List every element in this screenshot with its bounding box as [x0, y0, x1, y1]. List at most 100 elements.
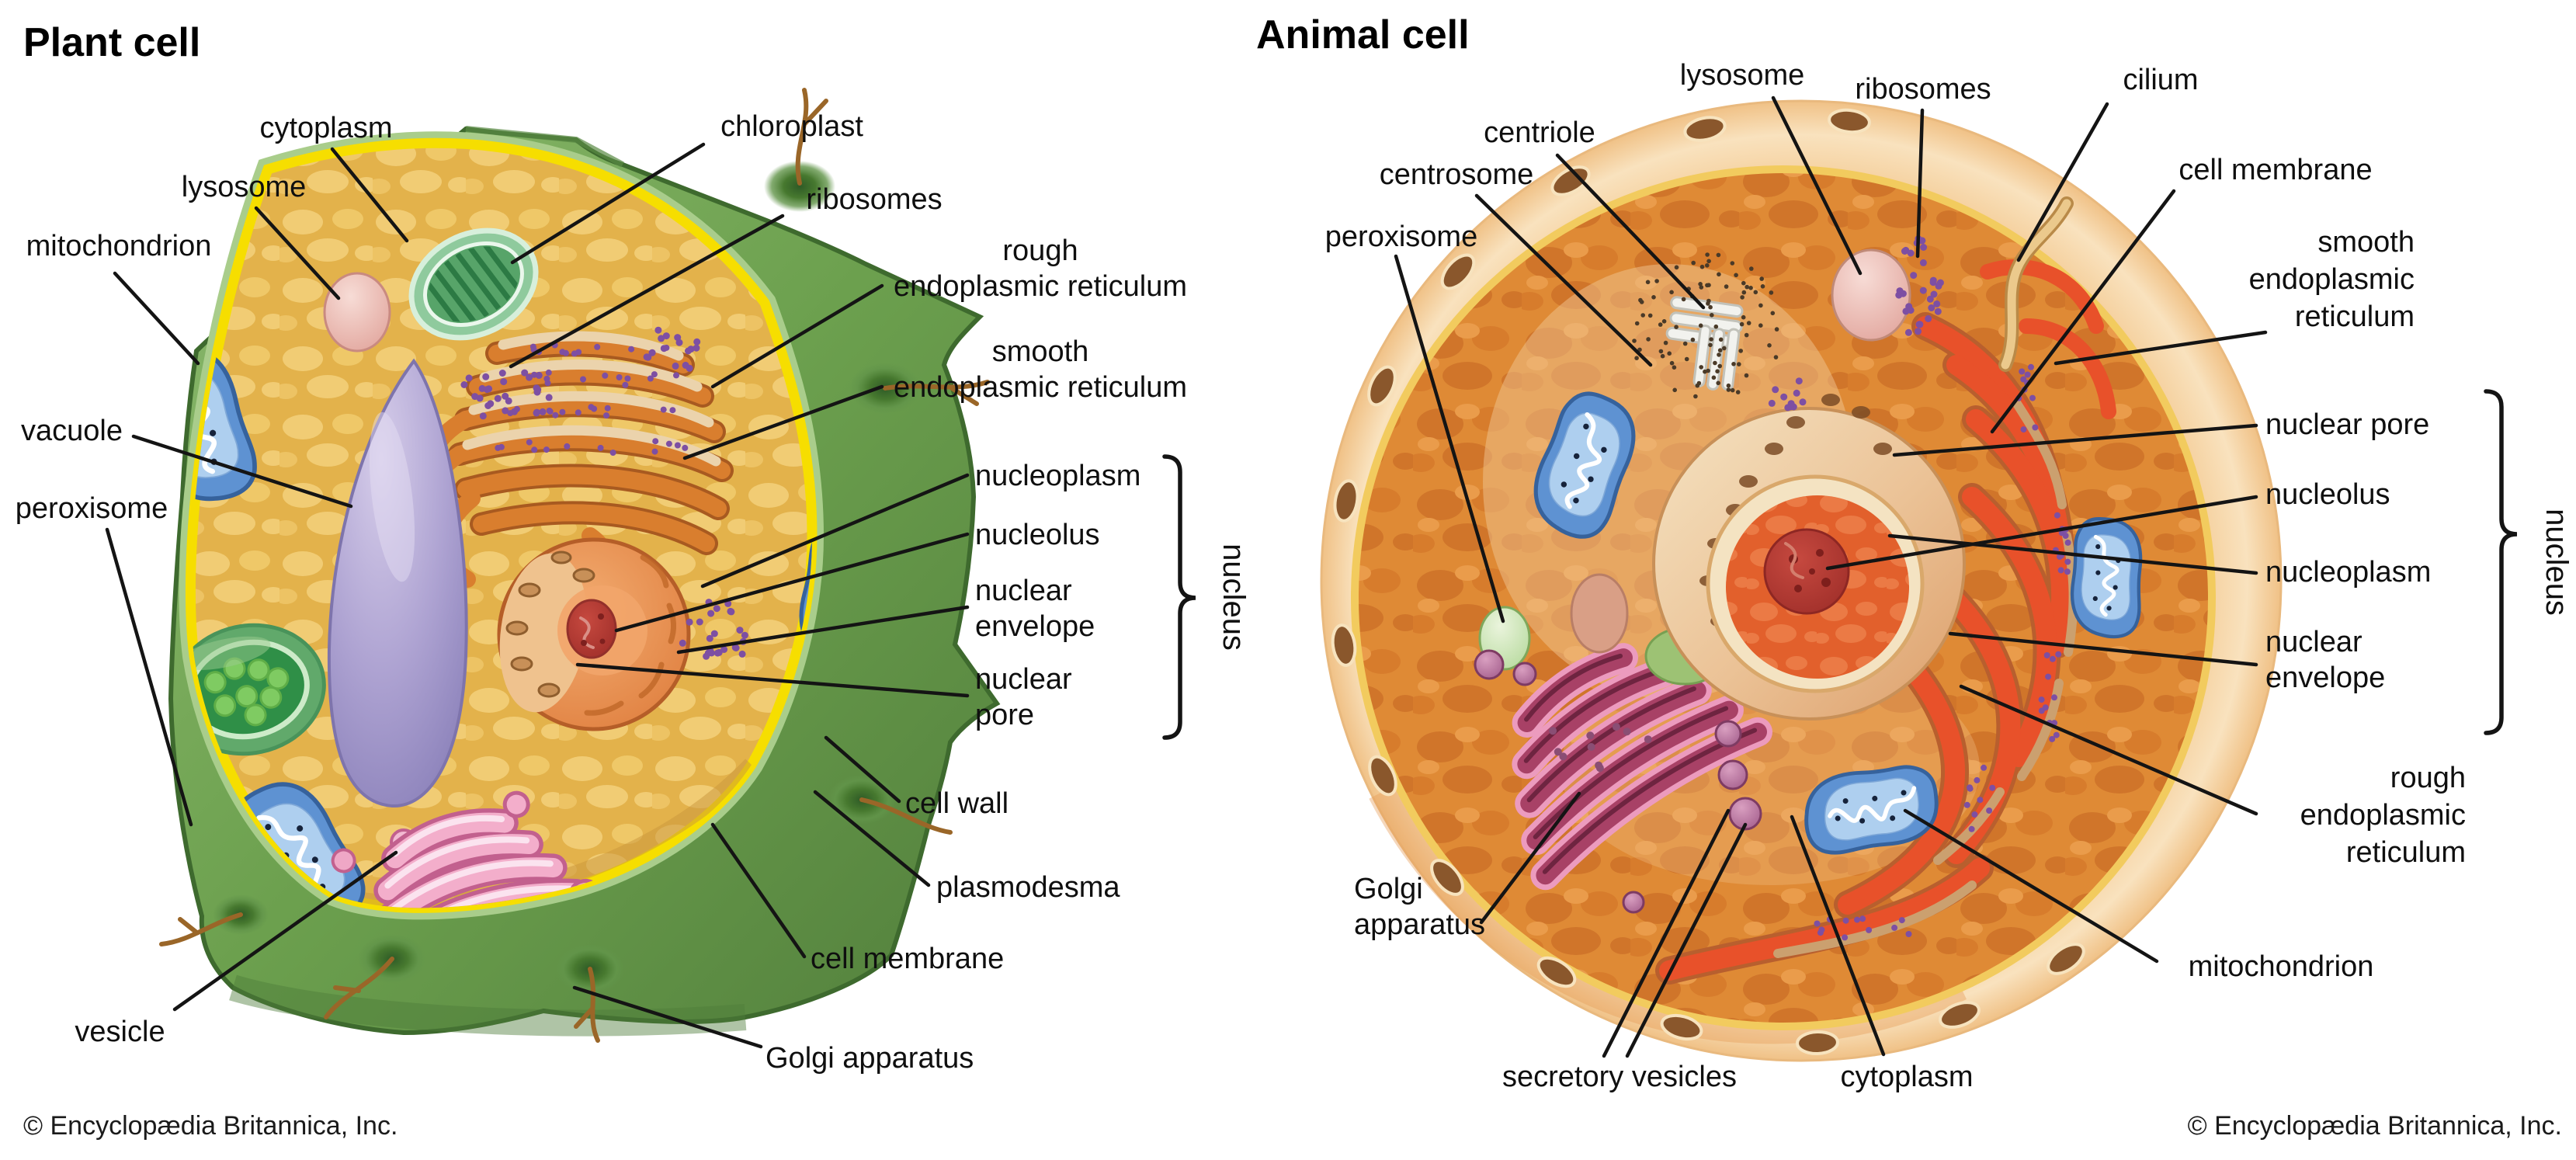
label-line: pore — [975, 699, 1035, 731]
label-line: Golgi — [1354, 873, 1423, 905]
label-plant-nucleolus: nucleolus — [975, 519, 1100, 551]
leader-animal-peroxisome — [1394, 254, 1505, 623]
animal-mitochondrion-2 — [2069, 517, 2145, 638]
label-line: smooth — [2317, 226, 2415, 259]
leader-animal-cytoplasm — [1790, 814, 1886, 1057]
label-plant-nucleoplasm: nucleoplasm — [975, 460, 1141, 492]
label-plant-cell-wall: cell wall — [905, 787, 1009, 820]
label-animal-rough-er: rough endoplasmic reticulum — [2155, 759, 2466, 871]
animal-secretory-vesicles — [1474, 649, 1762, 914]
label-animal-nucleoplasm: nucleoplasm — [2265, 556, 2432, 589]
label-animal-mitochondrion: mitochondrion — [2188, 950, 2374, 983]
animal-membrane-pores — [1331, 108, 2085, 1056]
leader-animal-nucleoplasm — [1887, 533, 2258, 575]
leader-animal-nuclear-envelope — [1948, 631, 2258, 667]
plant-nuclear-pores — [505, 550, 595, 698]
leader-animal-ribosomes — [1915, 108, 1925, 259]
animal-nucleus-group-label: nucleus — [2540, 509, 2574, 616]
label-plant-ribosomes: ribosomes — [806, 183, 943, 216]
label-animal-peroxisome: peroxisome — [1324, 221, 1478, 253]
leader-plant-smooth-er — [682, 384, 884, 460]
leader-plant-vacuole — [131, 434, 353, 509]
label-line: endoplasmic reticulum — [893, 270, 1188, 303]
label-animal-nucleolus: nucleolus — [2265, 478, 2390, 511]
label-line: reticulum — [2345, 836, 2466, 869]
plant-nucleolus — [566, 599, 617, 659]
label-animal-ribosomes: ribosomes — [1855, 73, 1991, 106]
label-line: envelope — [2265, 662, 2386, 694]
label-animal-smooth-er: smooth endoplasmic reticulum — [2104, 224, 2415, 335]
label-line: reticulum — [2294, 300, 2415, 333]
label-line: nuclear — [975, 575, 1072, 607]
label-line: nuclear — [2265, 626, 2362, 658]
leader-plant-ribosomes — [509, 214, 785, 369]
plant-lysosome — [323, 272, 391, 353]
plant-credit: © Encyclopædia Britannica, Inc. — [23, 1111, 398, 1141]
leader-animal-cilium — [2016, 102, 2109, 262]
plant-title: Plant cell — [23, 20, 201, 65]
leader-animal-lysosome — [1771, 96, 1863, 276]
animal-dot-clusters — [1549, 235, 2071, 941]
label-plant-smooth-er: smooth endoplasmic reticulum — [885, 334, 1196, 405]
leader-lines — [105, 96, 2268, 1058]
label-line: nuclear — [975, 663, 1072, 696]
plant-chloroplast-left — [190, 623, 326, 756]
label-line: rough — [2390, 762, 2466, 794]
animal-centriole — [1665, 296, 1744, 391]
leader-plant-nuclear-envelope — [676, 605, 970, 655]
label-animal-golgi: Golgi apparatus — [1354, 871, 1587, 943]
plant-nucleus-group-label: nucleus — [1217, 544, 1251, 651]
label-line: smooth — [991, 335, 1089, 368]
plant-chloroplast-top — [408, 227, 539, 341]
label-animal-centriole: centriole — [1484, 116, 1595, 149]
label-plant-nuclear-pore: nuclear pore — [975, 662, 1208, 733]
label-line: endoplasmic — [2248, 263, 2415, 296]
label-animal-secretory-vesicles: secretory vesicles — [1502, 1061, 1737, 1093]
leader-animal-centriole — [1555, 153, 1706, 310]
plant-nucleus-brace — [1162, 454, 1196, 740]
leader-animal-secretory-2 — [1625, 822, 1748, 1058]
label-line: envelope — [975, 610, 1095, 643]
leader-animal-rough-er — [1959, 684, 2258, 816]
leader-plant-vesicle — [172, 850, 398, 1012]
leader-plant-nucleolus — [614, 532, 970, 633]
label-animal-lysosome: lysosome — [1679, 59, 1805, 92]
plant-wall-pits — [159, 88, 990, 1043]
leader-plant-golgi — [572, 985, 763, 1049]
leader-animal-cell-membrane — [1990, 189, 2176, 434]
leader-animal-centrosome — [1474, 193, 1653, 367]
animal-nucleolus — [1763, 528, 1850, 615]
plant-cell-illustration — [159, 88, 1001, 1043]
label-plant-lysosome: lysosome — [181, 171, 307, 203]
leader-plant-chloroplast — [510, 142, 706, 265]
leader-plant-lysosome — [254, 206, 341, 300]
leader-plant-plasmodesma — [813, 790, 931, 887]
plant-vacuole — [327, 358, 468, 808]
label-line: apparatus — [1354, 908, 1486, 941]
label-plant-rough-er: rough endoplasmic reticulum — [885, 233, 1196, 304]
leader-plant-mitochondrion — [113, 271, 200, 366]
label-animal-nuclear-pore: nuclear pore — [2265, 408, 2430, 441]
label-animal-centrosome: centrosome — [1379, 158, 1534, 191]
animal-credit: © Encyclopædia Britannica, Inc. — [2187, 1111, 2562, 1141]
leader-plant-rough-er — [710, 283, 884, 389]
leader-plant-cell-membrane — [710, 822, 807, 959]
leader-plant-nucleoplasm — [700, 473, 970, 589]
label-plant-peroxisome: peroxisome — [15, 492, 168, 525]
leader-animal-nuclear-pore — [1892, 423, 2258, 457]
label-plant-chloroplast: chloroplast — [720, 110, 863, 143]
label-plant-vesicle: vesicle — [75, 1016, 165, 1048]
label-plant-mitochondrion: mitochondrion — [26, 230, 212, 262]
animal-vacuole-ball — [1570, 573, 1629, 654]
animal-nucleus — [1652, 394, 1966, 721]
label-animal-cilium: cilium — [2123, 64, 2199, 96]
leader-animal-golgi — [1479, 791, 1581, 925]
leader-animal-secretory-1 — [1602, 808, 1731, 1058]
label-animal-cytoplasm: cytoplasm — [1840, 1061, 1974, 1093]
leader-plant-cytoplasm — [330, 147, 409, 243]
label-animal-cell-membrane: cell membrane — [2178, 154, 2373, 186]
label-plant-nuclear-envelope: nuclear envelope — [975, 573, 1208, 644]
label-plant-golgi: Golgi apparatus — [766, 1042, 974, 1075]
